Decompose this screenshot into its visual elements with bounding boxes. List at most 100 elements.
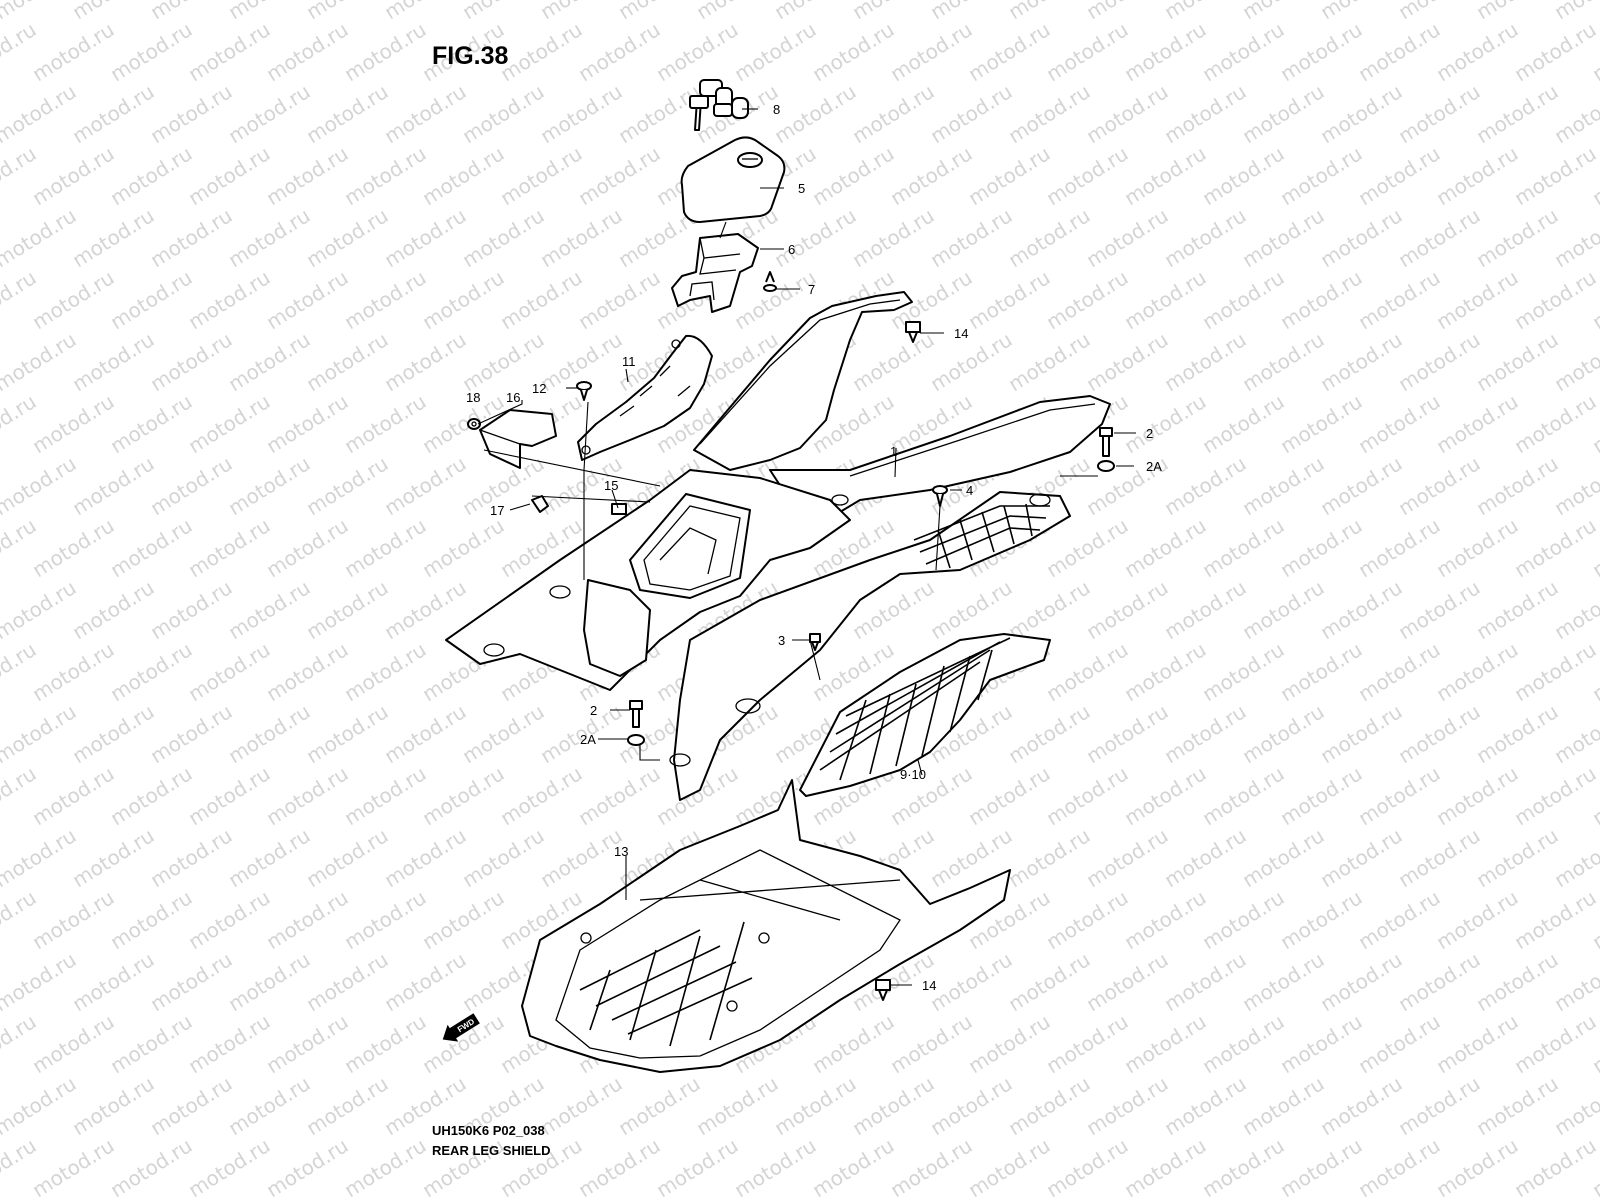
- watermark-text: motod.ru: [1394, 699, 1485, 768]
- watermark-text: motod.ru: [964, 1009, 1055, 1078]
- watermark-text: motod.ru: [380, 947, 471, 1016]
- callout-5: 5: [798, 181, 805, 196]
- watermark-text: motod.ru: [1432, 885, 1523, 954]
- part-9-10-floor-mat[interactable]: [799, 633, 1051, 797]
- watermark-text: motod.ru: [1238, 327, 1329, 396]
- part-15-clip[interactable]: [611, 503, 627, 515]
- watermark-text: motod.ru: [1550, 575, 1600, 644]
- watermark-text: motod.ru: [1432, 17, 1523, 86]
- part-12-screw[interactable]: [576, 381, 592, 401]
- watermark-text: motod.ru: [1276, 761, 1367, 830]
- watermark-text: motod.ru: [1316, 327, 1407, 396]
- watermark-text: motod.ru: [28, 141, 119, 210]
- watermark-text: motod.ru: [380, 203, 471, 272]
- watermark-text: motod.ru: [536, 1071, 627, 1140]
- watermark-text: motod.ru: [1550, 0, 1600, 24]
- watermark-text: motod.ru: [146, 1071, 237, 1140]
- part-18-nut[interactable]: [467, 418, 481, 430]
- watermark-text: motod.ru: [1432, 1133, 1523, 1200]
- watermark-text: motod.ru: [262, 761, 353, 830]
- callout-16: 16: [506, 390, 520, 405]
- callout-18: 18: [466, 390, 480, 405]
- watermark-text: motod.ru: [28, 513, 119, 582]
- watermark-text: motod.ru: [1394, 823, 1485, 892]
- watermark-text: motod.ru: [1004, 1071, 1095, 1140]
- watermark-text: motod.ru: [1510, 141, 1600, 210]
- watermark-text: motod.ru: [1472, 79, 1563, 148]
- part-3-grommet[interactable]: [809, 633, 821, 651]
- watermark-text: motod.ru: [224, 947, 315, 1016]
- watermark-text: motod.ru: [224, 79, 315, 148]
- watermark-text: motod.ru: [1316, 823, 1407, 892]
- watermark-text: motod.ru: [262, 17, 353, 86]
- watermark-text: motod.ru: [1198, 513, 1289, 582]
- watermark-text: motod.ru: [1238, 575, 1329, 644]
- callout-9-10: 9·10: [900, 767, 926, 782]
- watermark-text: motod.ru: [1394, 1071, 1485, 1140]
- part-5-lid[interactable]: [680, 136, 786, 223]
- leader-lines: [477, 108, 1136, 986]
- part-2a-washer-left[interactable]: [627, 734, 645, 746]
- watermark-text: motod.ru: [302, 327, 393, 396]
- part-1-rear-leg-shield[interactable]: [445, 291, 1111, 801]
- callout-14-top: 14: [954, 326, 968, 341]
- watermark-text: motod.ru: [848, 327, 939, 396]
- watermark-text: motod.ru: [1198, 17, 1289, 86]
- part-2-bolt-right[interactable]: [1099, 427, 1113, 457]
- watermark-text: motod.ru: [964, 761, 1055, 830]
- watermark-text: motod.ru: [224, 575, 315, 644]
- watermark-text: motod.ru: [418, 1009, 509, 1078]
- watermark-text: motod.ru: [886, 141, 977, 210]
- watermark-text: motod.ru: [848, 203, 939, 272]
- watermark-text: motod.ru: [1198, 637, 1289, 706]
- part-14-clip-top[interactable]: [905, 321, 921, 343]
- watermark-text: motod.ru: [302, 1071, 393, 1140]
- watermark-text: motod.ru: [1238, 823, 1329, 892]
- watermark-text: motod.ru: [418, 265, 509, 334]
- watermark-text: motod.ru: [68, 947, 159, 1016]
- watermark-text: motod.ru: [340, 389, 431, 458]
- watermark-text: motod.ru: [1004, 327, 1095, 396]
- part-6-bracket[interactable]: [671, 233, 759, 313]
- watermark-text: motod.ru: [1276, 1009, 1367, 1078]
- watermark-text: motod.ru: [1354, 761, 1445, 830]
- watermark-text: motod.ru: [0, 947, 80, 1016]
- callout-15: 15: [604, 478, 618, 493]
- watermark-text: motod.ru: [106, 885, 197, 954]
- watermark-text: motod.ru: [0, 1071, 80, 1140]
- watermark-text: motod.ru: [184, 17, 275, 86]
- watermark-text: motod.ru: [68, 575, 159, 644]
- watermark-text: motod.ru: [458, 203, 549, 272]
- part-11-bracket[interactable]: [577, 334, 713, 461]
- part-8-key-lock[interactable]: [689, 79, 749, 131]
- watermark-text: motod.ru: [68, 699, 159, 768]
- part-17-clip[interactable]: [531, 495, 549, 513]
- part-7-screw[interactable]: [763, 271, 777, 292]
- callout-labels: 8 5 6 7 14 11 12 18 16 1 2 2A 4 15 17 3 …: [466, 102, 1162, 993]
- watermark-text: motod.ru: [1160, 575, 1251, 644]
- watermark-text: motod.ru: [1432, 141, 1523, 210]
- callout-2-left: 2: [590, 703, 597, 718]
- watermark-text: motod.ru: [1510, 761, 1600, 830]
- part-2a-washer-right[interactable]: [1097, 460, 1115, 472]
- part-14-clip-bottom[interactable]: [875, 979, 891, 1001]
- watermark-text: motod.ru: [28, 17, 119, 86]
- watermark-text: motod.ru: [1198, 1133, 1289, 1200]
- watermark-text: motod.ru: [1316, 575, 1407, 644]
- watermark-text: motod.ru: [1238, 203, 1329, 272]
- watermark-text: motod.ru: [1472, 203, 1563, 272]
- part-2-bolt-left[interactable]: [629, 700, 643, 728]
- watermark-text: motod.ru: [184, 141, 275, 210]
- watermark-text: motod.ru: [1394, 451, 1485, 520]
- watermark-text: motod.ru: [770, 1071, 861, 1140]
- watermark-text: motod.ru: [224, 327, 315, 396]
- watermark-text: motod.ru: [1120, 389, 1211, 458]
- watermark-text: motod.ru: [106, 1133, 197, 1200]
- watermark-text: motod.ru: [146, 823, 237, 892]
- part-13-under-cover[interactable]: [521, 779, 1011, 1073]
- callout-2-right: 2: [1146, 426, 1153, 441]
- watermark-text: motod.ru: [28, 885, 119, 954]
- watermark-text: motod.ru: [340, 141, 431, 210]
- watermark-text: motod.ru: [1316, 451, 1407, 520]
- watermark-text: motod.ru: [614, 79, 705, 148]
